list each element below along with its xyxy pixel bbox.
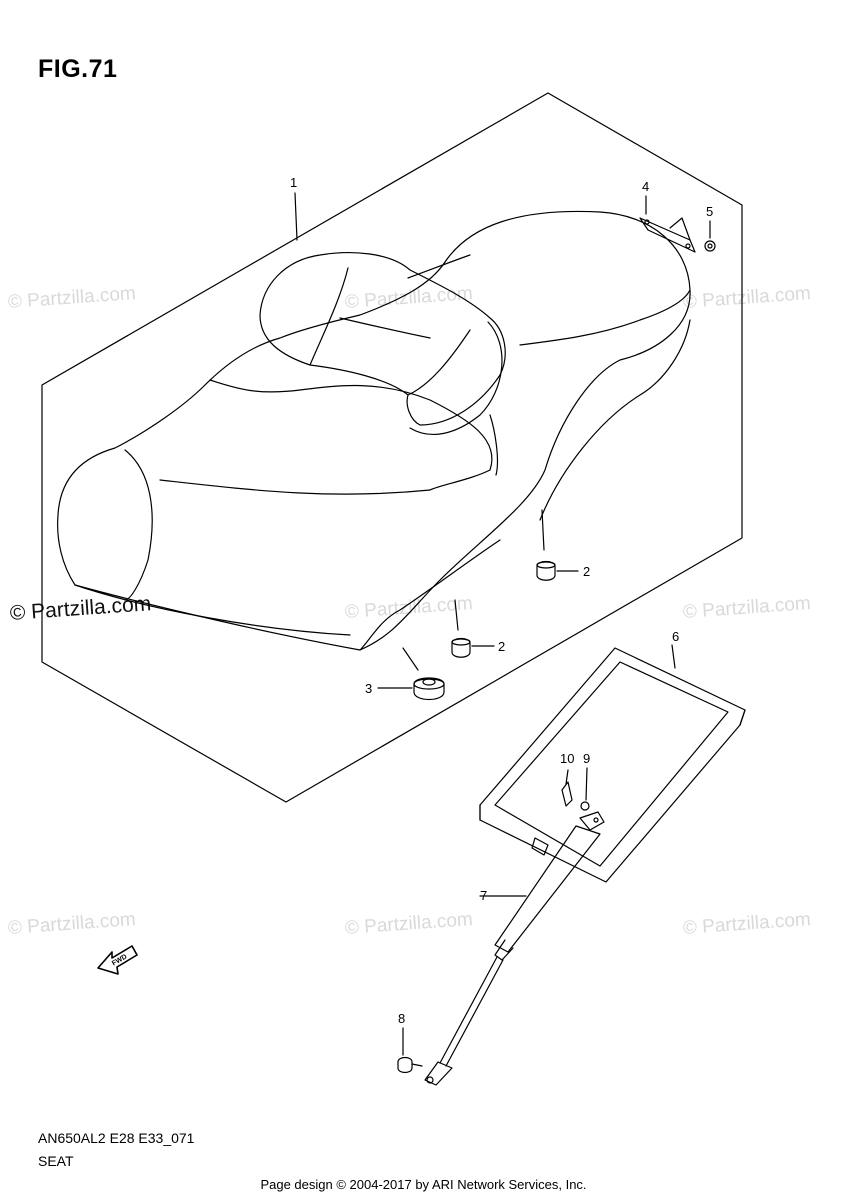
callout-5: 5 <box>706 204 713 219</box>
figure-code: AN650AL2 E28 E33_071 <box>38 1130 195 1146</box>
callout-3: 3 <box>365 681 372 696</box>
clip-drawing <box>561 767 590 811</box>
nut-drawing <box>704 220 716 252</box>
figure-title: FIG.71 <box>38 55 118 83</box>
assembly-frame <box>41 92 743 803</box>
callout-9: 9 <box>583 751 590 766</box>
damper-drawing <box>377 647 445 701</box>
cushion-drawing <box>536 509 579 581</box>
callout-2: 2 <box>583 564 590 579</box>
leader-line <box>294 192 298 241</box>
callout-7: 7 <box>480 888 487 903</box>
fwd-arrow-icon <box>97 945 138 975</box>
cushion-drawing <box>451 599 495 658</box>
figure-caption: SEAT <box>38 1153 74 1169</box>
callout-2: 2 <box>498 639 505 654</box>
bolt-drawing <box>397 1027 423 1074</box>
callout-4: 4 <box>642 179 649 194</box>
callout-10: 10 <box>560 751 574 766</box>
seat-drawing <box>57 210 691 651</box>
frame-drawing <box>479 644 746 883</box>
strut-drawing <box>424 811 605 1086</box>
callout-1: 1 <box>290 175 297 190</box>
callout-8: 8 <box>398 1011 405 1026</box>
bracket-drawing <box>639 195 696 253</box>
page-footer: Page design © 2004-2017 by ARI Network S… <box>260 1177 587 1192</box>
callout-6: 6 <box>672 629 679 644</box>
